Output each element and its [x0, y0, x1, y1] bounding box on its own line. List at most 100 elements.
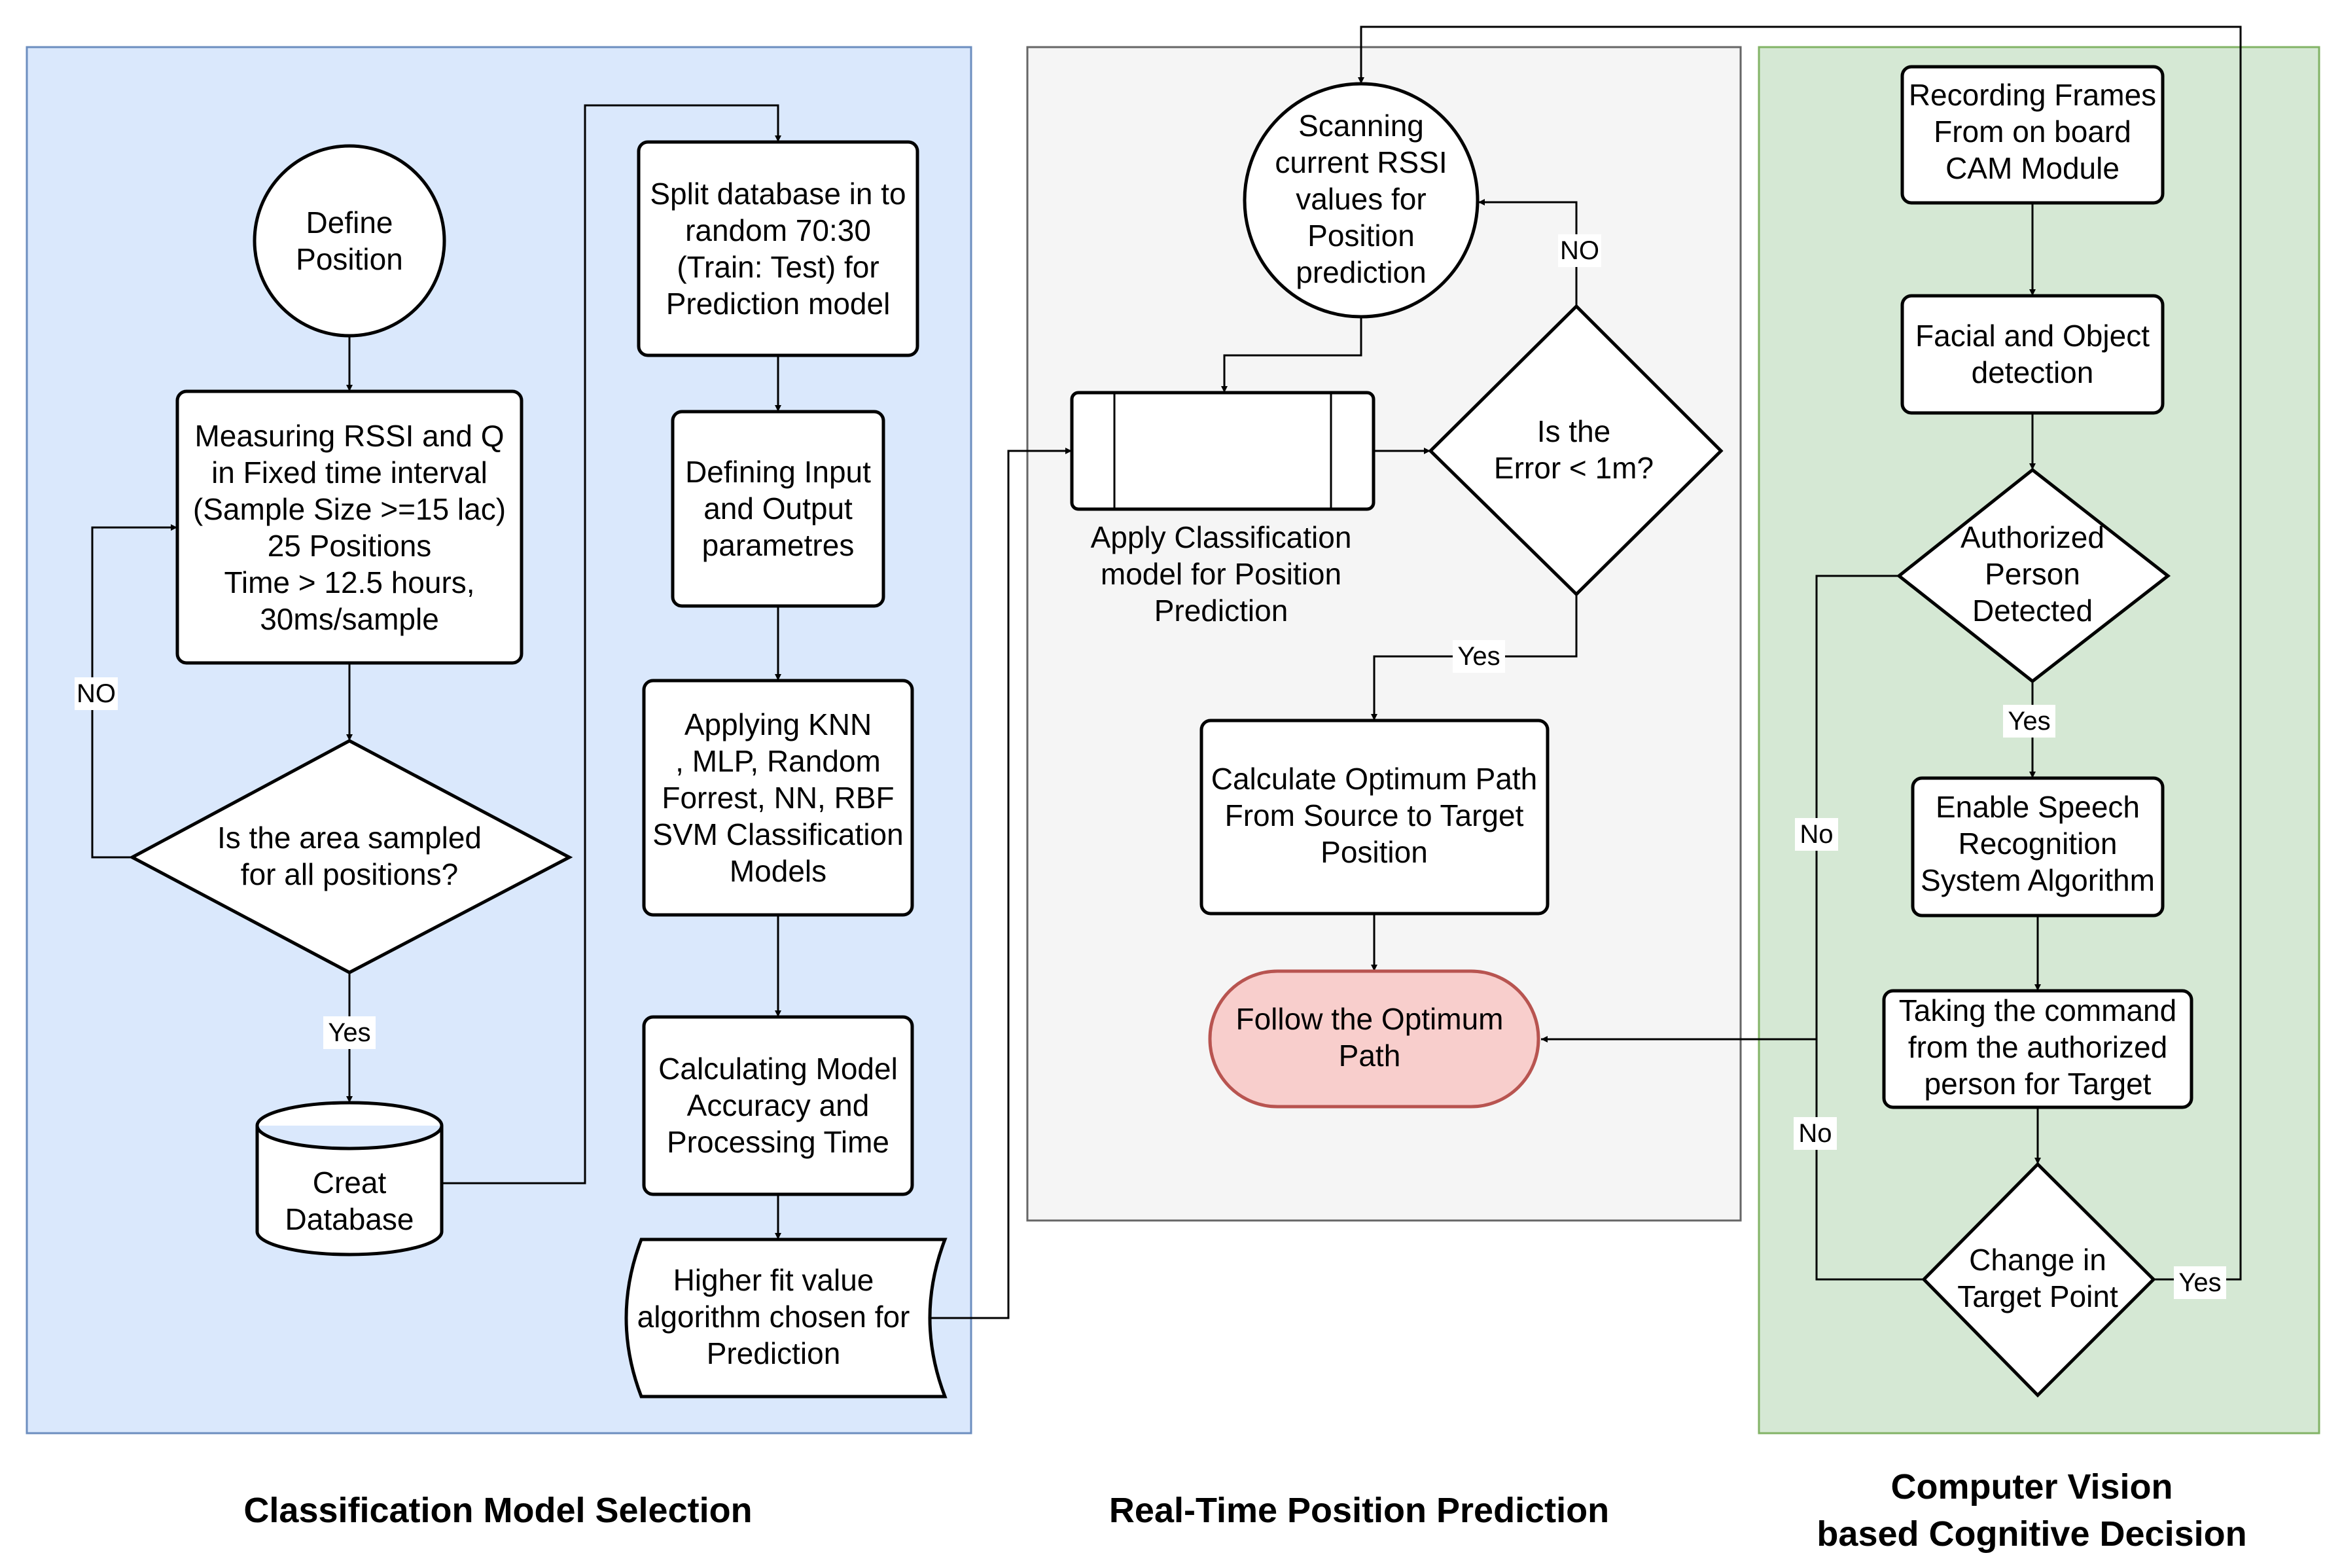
text-line: System Algorithm	[1921, 863, 2155, 897]
text-line: model for Position	[1101, 557, 1341, 591]
edge-higherfit-to-apply	[923, 448, 1072, 1319]
text-line: Recognition	[1959, 827, 2118, 861]
svg-text:Yes: Yes	[2008, 707, 2050, 736]
section-title-realtime: Real-Time Position Prediction	[1109, 1491, 1609, 1530]
text-line: Prediction	[1154, 594, 1288, 628]
text-line: Error < 1m?	[1494, 451, 1654, 485]
text-line: Authorized	[1961, 520, 2104, 554]
text-line: Prediction model	[666, 287, 891, 321]
text-line: Higher fit value	[673, 1263, 874, 1297]
node-measuring-rssi	[175, 389, 523, 665]
text-line: current RSSI	[1275, 145, 1447, 179]
text-line: Computer Vision	[1890, 1467, 2173, 1506]
text-line: Recording Frames	[1909, 78, 2156, 112]
text-line: algorithm chosen for	[637, 1300, 910, 1334]
text-line: from the authorized	[1908, 1030, 2167, 1064]
text-line: Follow the Optimum	[1235, 1002, 1503, 1036]
text-line: Define	[306, 205, 393, 240]
edge-error-no	[1478, 199, 1578, 306]
panel-vision	[1758, 46, 2320, 1434]
text-line: in Fixed time interval	[211, 455, 488, 490]
edge-label-area-no: NO	[75, 677, 118, 710]
text-line: Path	[1339, 1039, 1401, 1073]
edge-scanning-to-apply	[1221, 317, 1362, 393]
node-optimum-path	[1199, 719, 1550, 916]
text-line: Enable Speech	[1936, 790, 2140, 824]
node-scanning-rssi	[1243, 82, 1480, 319]
text-line: Split database in to	[650, 177, 906, 211]
node-defining-input	[671, 410, 885, 608]
edge-label-auth-yes: Yes	[2003, 705, 2055, 738]
svg-text:No: No	[1800, 820, 1833, 849]
text-line: From on board	[1934, 115, 2131, 149]
node-split-database	[637, 140, 919, 357]
text-line: detection	[1972, 355, 2094, 389]
text-line: From Source to Target	[1225, 798, 1524, 832]
text-line: values for	[1296, 182, 1426, 216]
node-creat-database	[255, 1101, 444, 1256]
node-follow-path	[1208, 969, 1540, 1109]
node-higher-fit	[624, 1238, 948, 1399]
text-line: Processing Time	[667, 1125, 889, 1159]
node-calculating-accuracy	[642, 1015, 914, 1196]
svg-text:NO: NO	[77, 679, 116, 708]
text-line: for all positions?	[241, 857, 458, 891]
node-facial-detection	[1900, 294, 2165, 415]
text-line: Facial and Object	[1915, 319, 2150, 353]
text-line: Apply Classification	[1091, 520, 1352, 554]
edge-label-error-no: NO	[1558, 234, 1601, 267]
text-line: Detected	[1972, 594, 2093, 628]
text-line: Person	[1985, 557, 2080, 591]
text-line: 30ms/sample	[260, 602, 439, 636]
node-define-position	[253, 144, 446, 338]
text-line: Models	[730, 854, 826, 888]
text-line: Change in	[1969, 1243, 2106, 1277]
text-line: Is the	[1537, 414, 1611, 448]
text-line: Forrest, NN, RBF	[662, 781, 894, 815]
text-line: parametres	[702, 528, 855, 562]
text-line: Measuring RSSI and Q	[194, 419, 504, 453]
section-title-vision: Computer Vision based Cognitive Decision	[1817, 1467, 2246, 1554]
text-line: Calculate Optimum Path	[1211, 762, 1538, 796]
text-line: Creat	[313, 1166, 387, 1200]
text-line: Target Point	[1957, 1279, 2118, 1313]
text-line: based Cognitive Decision	[1817, 1514, 2246, 1554]
node-speech-recognition	[1911, 776, 2165, 918]
edge-authorized-no	[1541, 575, 1899, 1042]
svg-text:Yes: Yes	[1457, 642, 1500, 671]
edge-label-error-yes: Yes	[1453, 640, 1505, 673]
node-change-target	[1921, 1162, 2156, 1398]
text-line: (Sample Size >=15 lac)	[193, 492, 506, 526]
text-line: Accuracy and	[687, 1088, 870, 1122]
node-error-check	[1428, 304, 1724, 597]
text-line: SVM Classification	[652, 817, 903, 851]
edge-label-area-yes: Yes	[323, 1016, 376, 1049]
text-line: , MLP, Random	[675, 744, 881, 778]
text-line: Scanning	[1298, 109, 1424, 143]
edge-label-auth-no: No	[1795, 818, 1838, 851]
edge-label-change-no: No	[1794, 1117, 1837, 1150]
text-line: Applying KNN	[684, 707, 872, 741]
node-apply-classification	[1070, 391, 1375, 511]
text-line: person for Target	[1925, 1067, 2152, 1101]
text-line: Position	[1321, 835, 1428, 869]
text-line: 25 Positions	[268, 529, 432, 563]
